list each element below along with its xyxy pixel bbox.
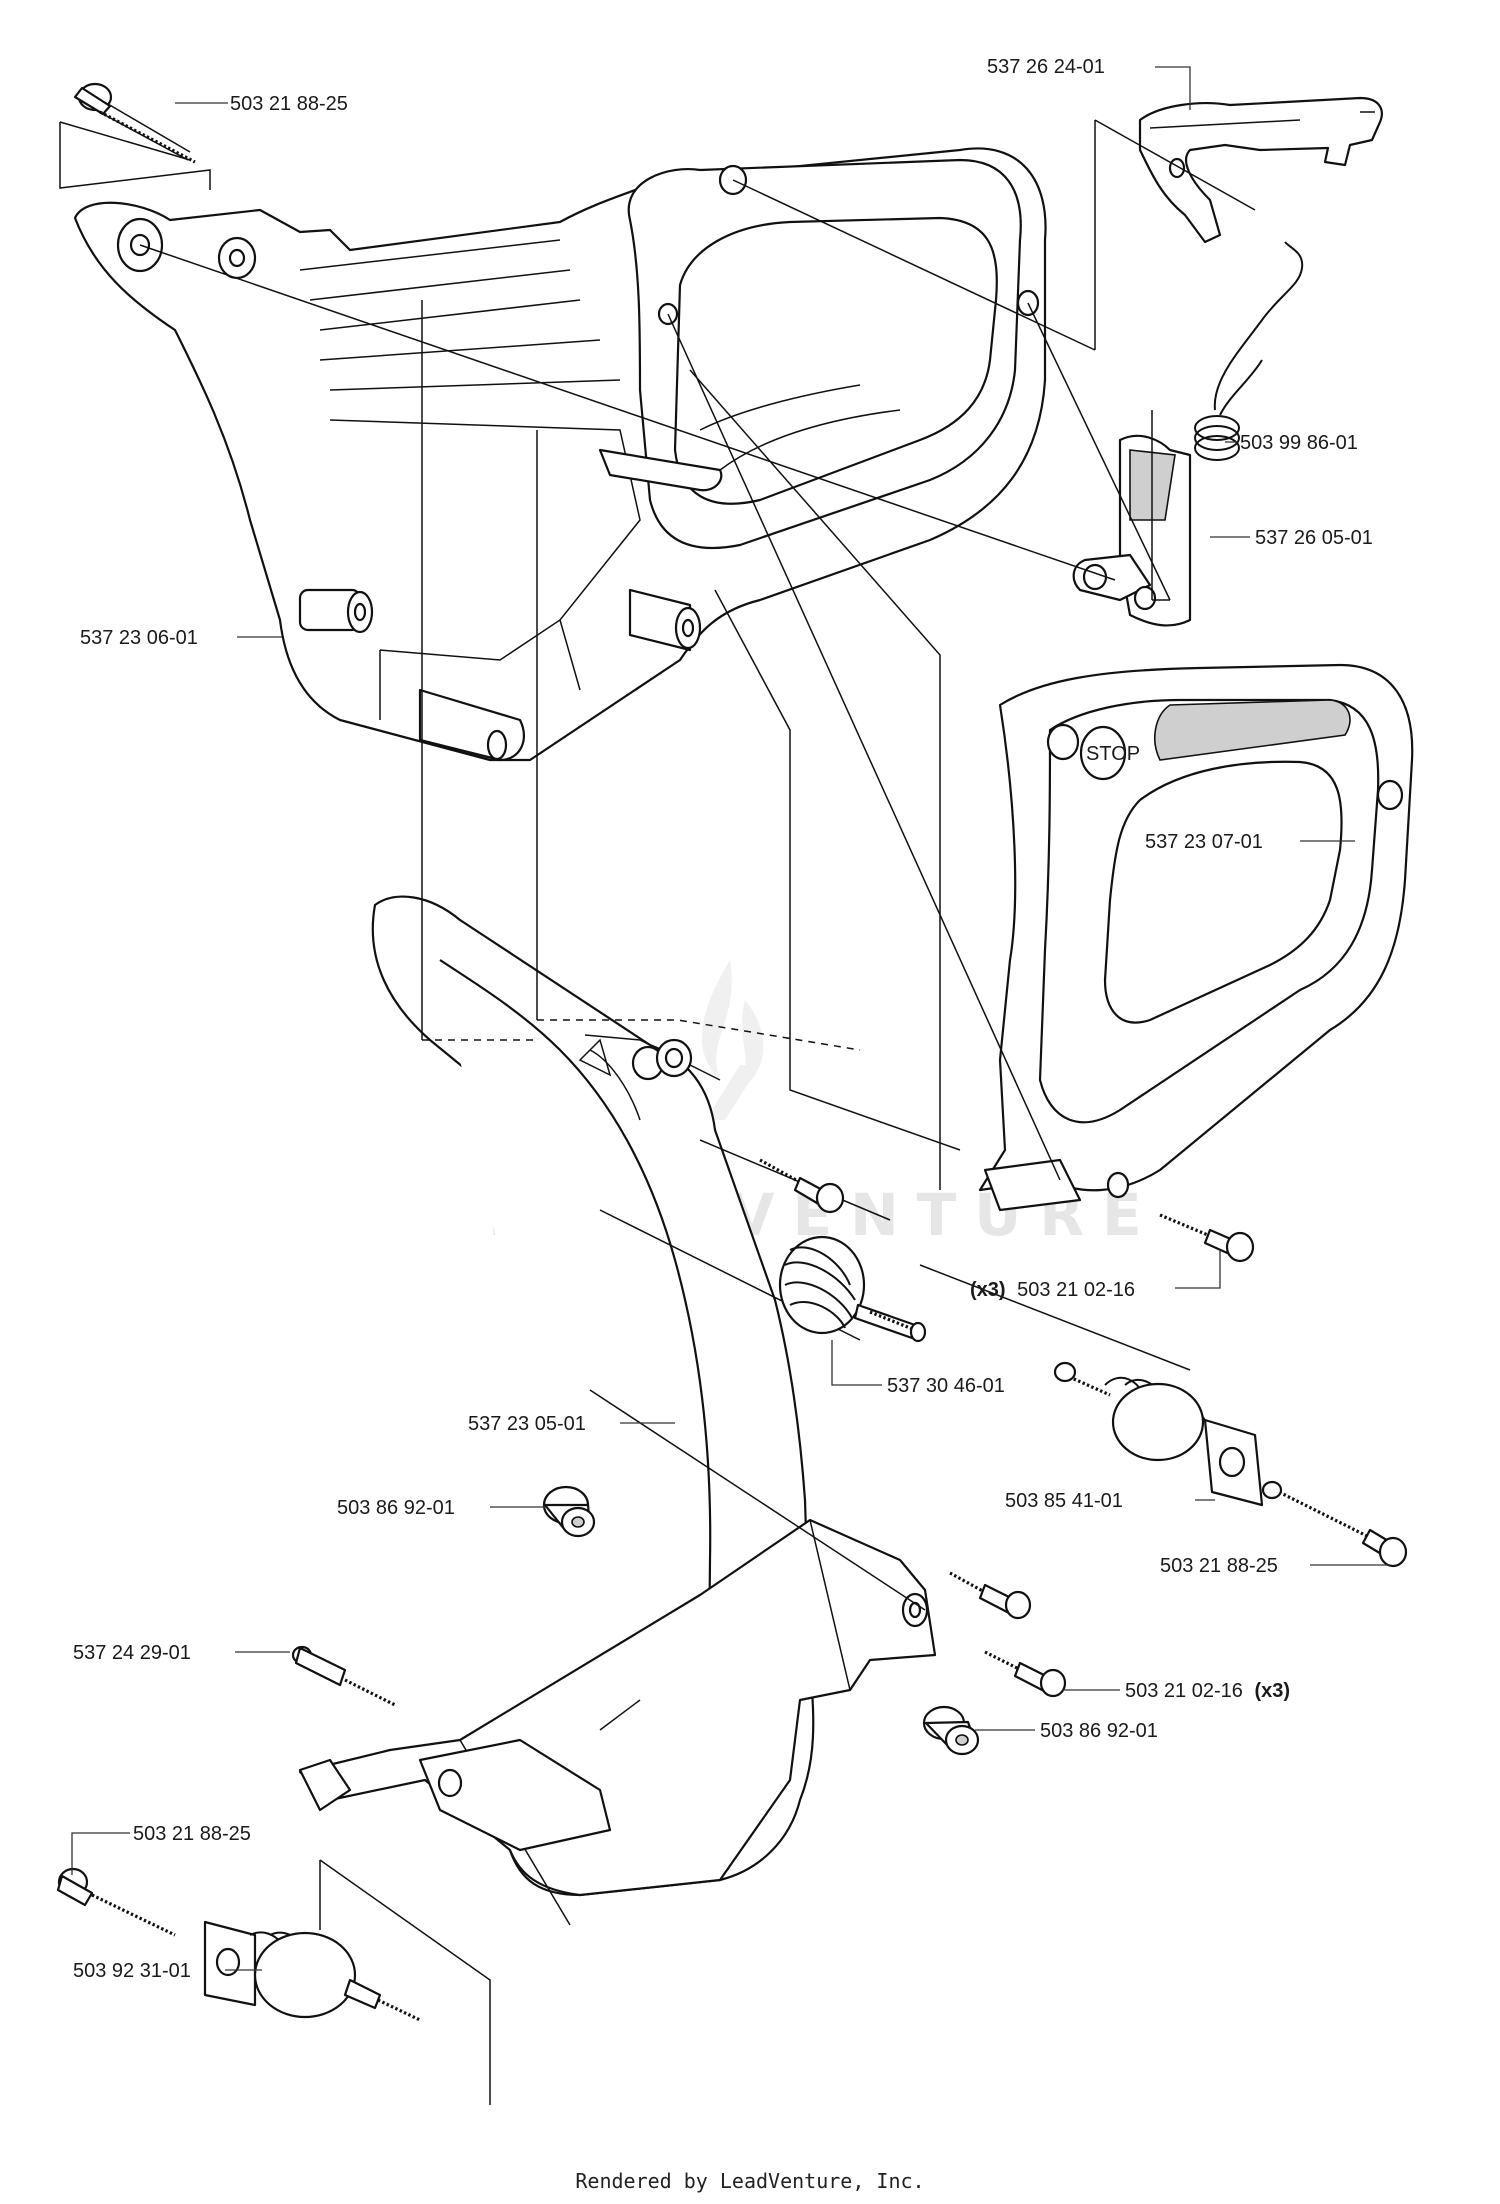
label-av-spring-upper: 537 30 46-01 [887,1375,1005,1397]
screw-right-cover [1159,1213,1255,1263]
label-handle-cover: 537 23 07-01 [1145,831,1263,853]
label-screw-base: 503 21 02-16 (x3) [1125,1680,1290,1702]
label-screw-right-cover-number: 503 21 02-16 [1017,1279,1135,1301]
av-spring-upper [778,1235,927,1343]
label-av-element-bottom: 503 92 31-01 [73,1960,191,1982]
label-screw-base-number: 503 21 02-16 [1125,1680,1243,1702]
label-trigger-spring: 503 99 86-01 [1240,432,1358,454]
screw-base-lower [984,1650,1067,1698]
front-handle [298,895,937,1926]
av-element-right [1053,1361,1264,1507]
label-av-element-right: 503 85 41-01 [1005,1490,1123,1512]
label-throttle-lockout: 537 26 05-01 [1255,527,1373,549]
footer-credit: Rendered by LeadVenture, Inc. [575,2169,924,2193]
screw-top-left [73,82,196,164]
label-screw-right-cover: (x3) 503 21 02-16 [970,1279,1135,1301]
label-screw-top-left: 503 21 88-25 [230,93,348,115]
trigger-bracket [1094,119,1256,350]
screw-upper-mid [759,1158,845,1214]
stop-decal-text: STOP [1086,743,1140,765]
label-throttle-trigger: 537 26 24-01 [987,56,1105,78]
throttle-lockout [1072,434,1192,627]
label-bushing-upper: 503 86 92-01 [337,1497,455,1519]
label-qty-base: (x3) [1254,1680,1290,1702]
front-bracket [319,1859,491,2105]
label-screw-right-long: 503 21 88-25 [1160,1555,1278,1577]
assembly-lines [139,179,1191,1731]
pin-left [291,1645,396,1707]
bushing-upper [542,1485,596,1538]
handle-cover: STOP [978,663,1414,1212]
label-front-handle: 537 23 05-01 [468,1413,586,1435]
av-element-bottom [203,1920,421,2022]
label-rear-handle-housing: 537 23 06-01 [80,627,198,649]
lockout-bracket [1151,410,1170,601]
rear-handle-housing [73,147,1047,762]
screw-right-long [1261,1480,1408,1568]
label-bushing-lower: 503 86 92-01 [1040,1720,1158,1742]
label-screw-bottom-left: 503 21 88-25 [133,1823,251,1845]
throttle-trigger [1138,96,1383,244]
trigger-spring [1194,241,1304,461]
bushing-lower [922,1705,980,1756]
label-qty-right-cover: (x3) [970,1279,1006,1301]
screw-base-upper [949,1571,1032,1620]
fastener-bracket-top [59,121,211,190]
screw-bottom-left [56,1867,176,1937]
label-pin-left: 537 24 29-01 [73,1642,191,1664]
callout-leaders [71,66,1390,1971]
